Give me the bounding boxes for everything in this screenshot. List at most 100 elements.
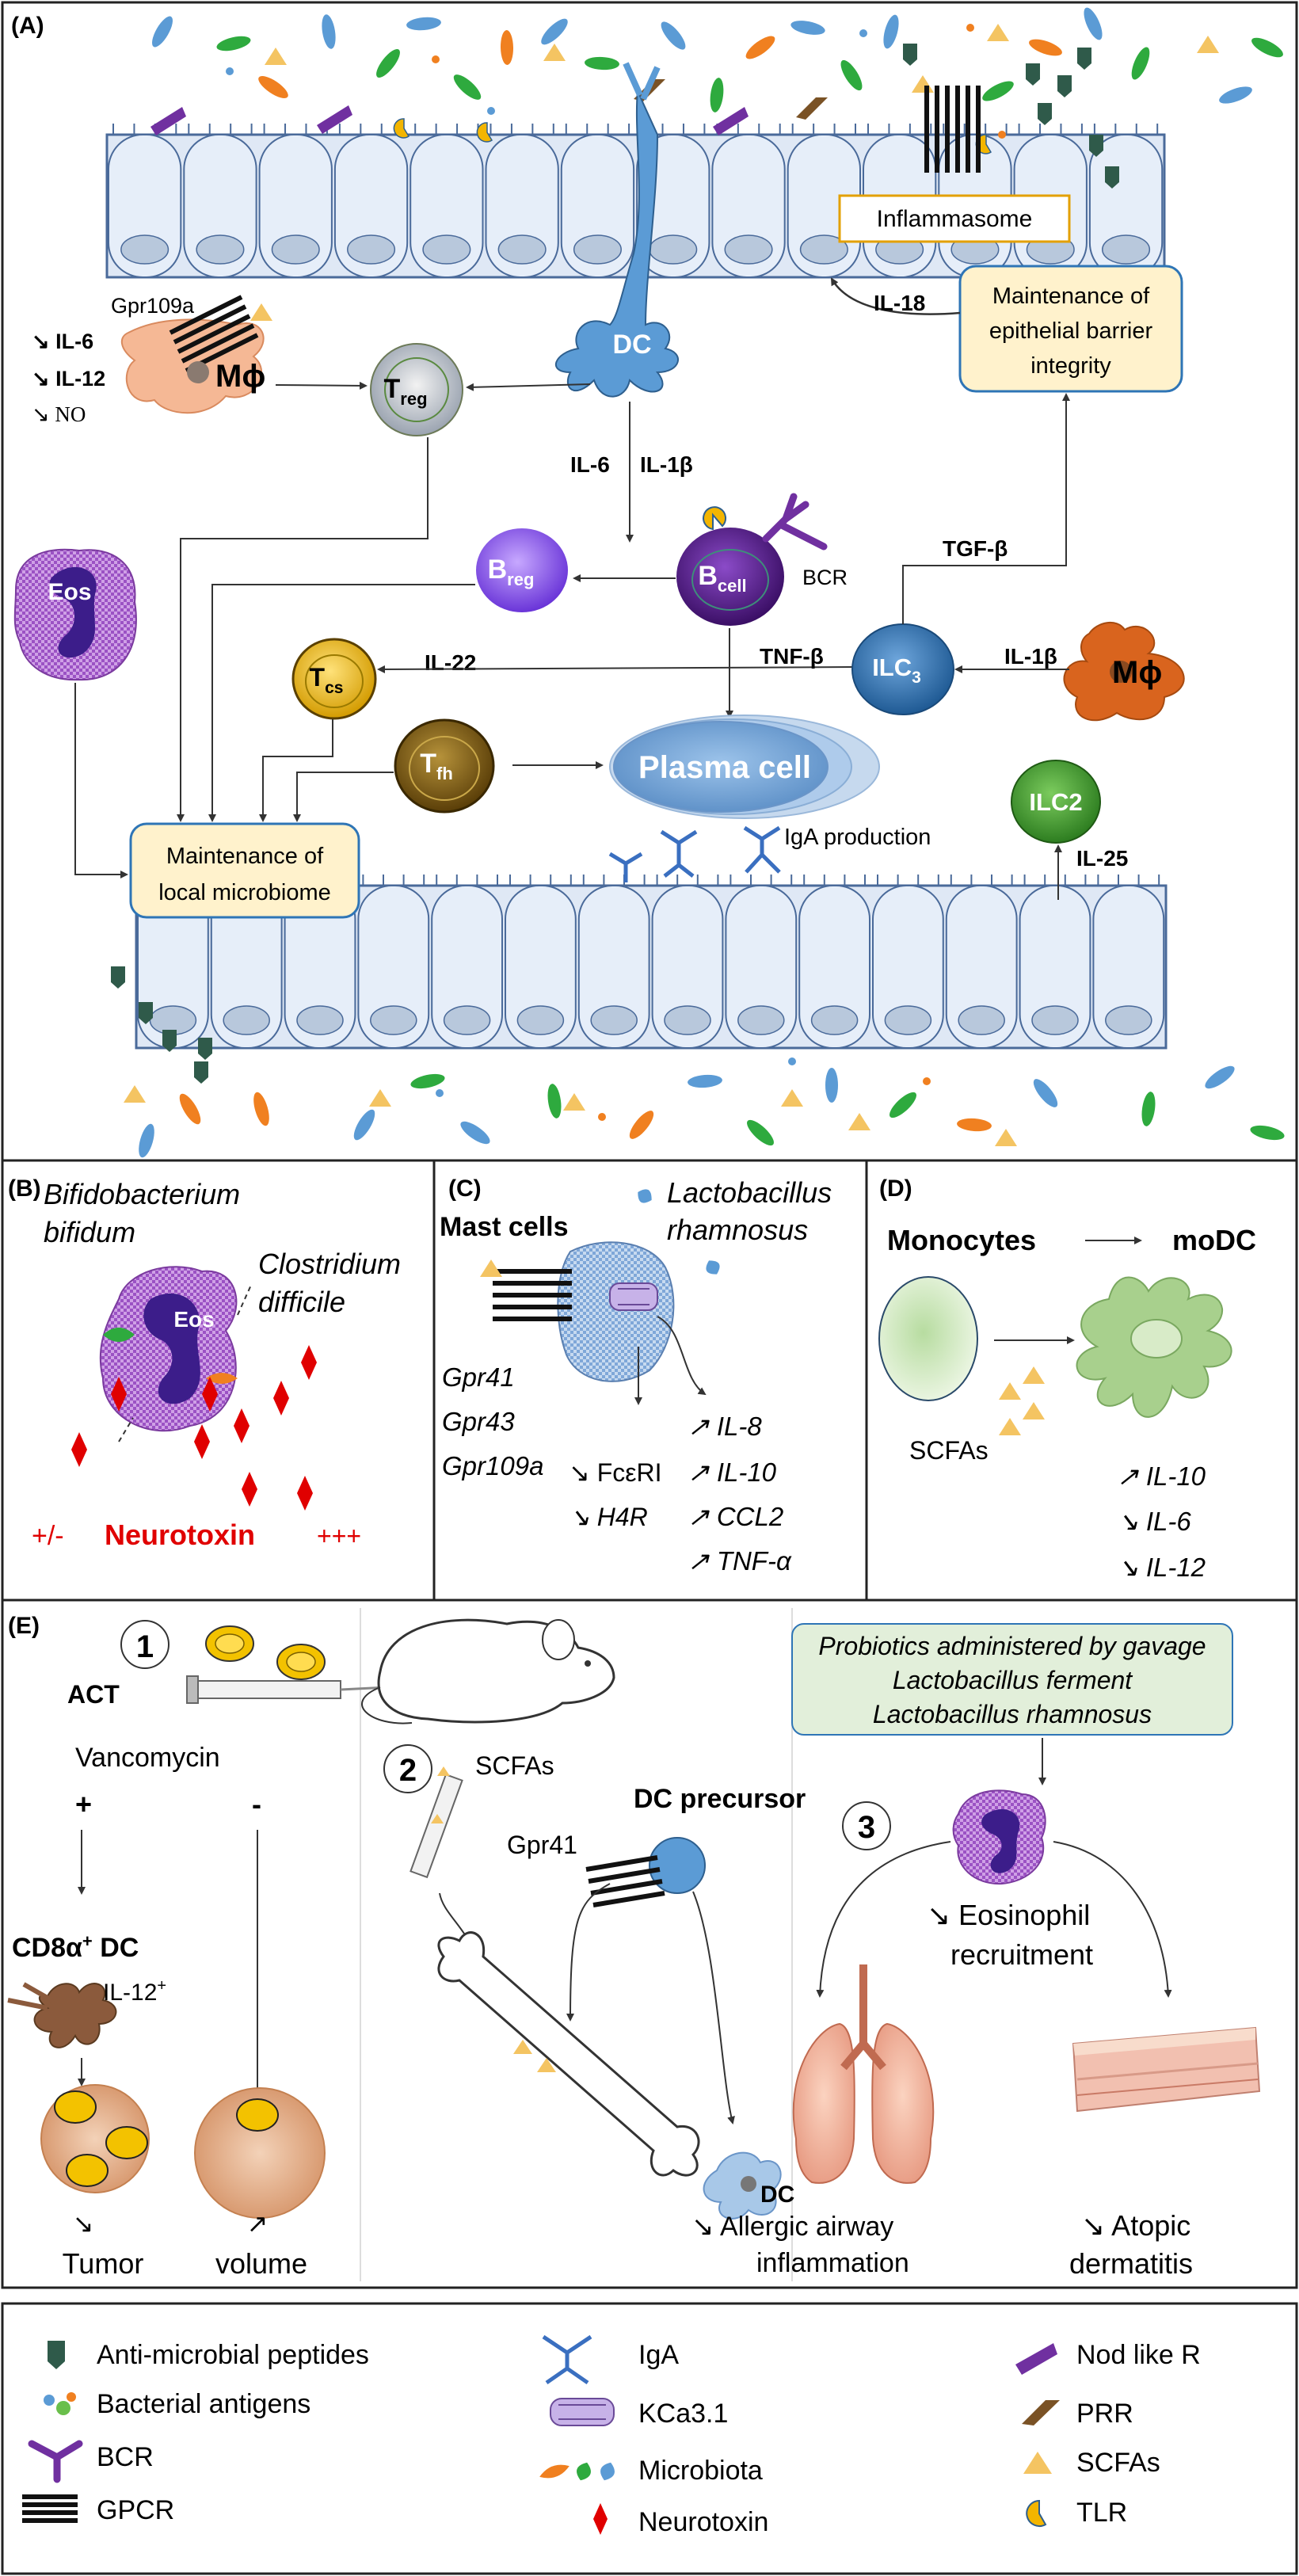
kca-legend-icon xyxy=(550,2398,615,2426)
microbe xyxy=(688,1074,722,1088)
skin-icon xyxy=(1072,2026,1261,2113)
tfh-to-microbiome-arrow xyxy=(293,772,394,822)
tlr-legend-icon xyxy=(1026,2499,1047,2527)
gpr41-to-bone-arrow xyxy=(566,1883,611,2022)
microbiome-line-1: Maintenance of xyxy=(166,844,324,869)
microbe xyxy=(790,21,825,35)
breg-cell xyxy=(476,528,568,612)
treg-label: Treg xyxy=(383,374,427,409)
epithelial-cell xyxy=(872,885,944,1049)
microbe xyxy=(322,14,336,49)
microbe xyxy=(629,1111,654,1139)
breg-to-microbiome-arrow xyxy=(208,584,475,822)
microbe xyxy=(258,76,288,98)
mphi-label: Mϕ xyxy=(215,359,265,394)
antimicrobial-peptide xyxy=(1105,166,1119,189)
step3-circle xyxy=(842,1801,891,1850)
scfa-triangle xyxy=(781,1089,803,1107)
plus3-label: +++ xyxy=(317,1522,361,1550)
nod-legend-icon xyxy=(1015,2343,1057,2375)
atopic-line-2: dermatitis xyxy=(1069,2247,1193,2280)
syringe-2 xyxy=(410,1766,463,1879)
bifidum-line-1: Bifidobacterium xyxy=(44,1178,240,1210)
cell-nucleus xyxy=(884,1005,932,1035)
cell-nucleus xyxy=(810,1005,859,1035)
epithelial-cell xyxy=(357,885,430,1049)
cell-nucleus xyxy=(1031,1005,1079,1035)
tumor-label: Tumor xyxy=(63,2247,144,2280)
barrier-line-2: epithelial barrier xyxy=(989,318,1153,344)
neurotoxin-legend-icon xyxy=(593,2503,608,2535)
neurotoxin-diamond xyxy=(242,1472,257,1507)
microbe xyxy=(453,74,482,100)
clostridium-pointer xyxy=(237,1282,253,1316)
microbe xyxy=(460,1121,490,1145)
nod-receptor xyxy=(150,107,186,135)
neurotoxin-diamond xyxy=(194,1424,210,1459)
microbe xyxy=(840,59,863,91)
cell-nucleus xyxy=(958,1005,1005,1035)
microbe xyxy=(1205,1065,1235,1089)
cd8-dc-label: CD8α+ DC xyxy=(12,1931,139,1963)
gpr109a-label: Gpr109a xyxy=(111,294,195,318)
neurotoxin-diamond xyxy=(301,1345,317,1380)
cell-nucleus xyxy=(443,1005,491,1035)
panel-a-label: (A) xyxy=(11,13,44,39)
tgfb-label: TGF-β xyxy=(943,536,1008,561)
microbe xyxy=(1084,7,1103,40)
allergic-line-2: inflammation xyxy=(756,2248,909,2278)
legend-nod: Nod like R xyxy=(1076,2340,1201,2370)
bifidum-bacterium-icon xyxy=(103,1328,135,1342)
down-fceri: ↘ FcεRI xyxy=(569,1458,662,1487)
neurotoxin-diamonds xyxy=(71,1345,317,1511)
panel-d-label: (D) xyxy=(879,1176,912,1202)
treg-to-microbiome-arrow xyxy=(177,437,429,822)
legend-antimicrobial: Anti-microbial peptides xyxy=(97,2340,369,2370)
plus-minus-label: +/- xyxy=(32,1521,64,1551)
receptor-gpr43: Gpr43 xyxy=(442,1407,515,1436)
bcell-label: Bcell xyxy=(698,561,746,596)
bcr-receptor xyxy=(762,493,828,551)
tfh-nucleus xyxy=(409,736,480,801)
scfa-triangles-d xyxy=(999,1366,1045,1435)
antimicrobial-peptide xyxy=(1077,48,1091,70)
cell-nucleus xyxy=(120,234,170,265)
panel-c-label: (C) xyxy=(448,1176,482,1202)
microbe xyxy=(745,36,775,59)
legend-gpcr: GPCR xyxy=(97,2495,174,2525)
probiotics-line-2: Lactobacillus ferment xyxy=(893,1666,1133,1694)
macrophage-gpr109a xyxy=(120,295,272,414)
microbe xyxy=(541,18,568,45)
antigen-dot xyxy=(923,1077,931,1085)
eos-label-a: Eos xyxy=(48,579,91,605)
cell-nucleus xyxy=(271,234,320,265)
antigen-dot xyxy=(788,1057,796,1065)
antimicrobial-peptide xyxy=(1038,103,1052,125)
legend-prr: PRR xyxy=(1076,2399,1133,2429)
cd8-dc-cell xyxy=(7,1982,117,2048)
cell-nucleus xyxy=(737,1005,785,1035)
cell-nucleus xyxy=(573,234,622,265)
legend-scfas: SCFAs xyxy=(1076,2448,1160,2478)
step3-number: 3 xyxy=(858,1810,875,1845)
mast-cell xyxy=(480,1241,675,1382)
bacterial-antigens-icon xyxy=(44,2392,76,2415)
up-il8: ↗ IL-8 xyxy=(688,1412,762,1441)
atopic-line-1: ↘ Atopic xyxy=(1081,2209,1190,2242)
antimicrobial-peptide xyxy=(1089,135,1103,157)
tfh-cell xyxy=(394,718,495,814)
epithelial-cell xyxy=(798,885,871,1049)
down-h4r: ↘ H4R xyxy=(569,1503,648,1531)
clostridium-line-1: Clostridium xyxy=(258,1248,401,1280)
il12-label: IL-12+ xyxy=(103,1977,166,2006)
microbe xyxy=(1131,47,1150,80)
allergic-line-1: ↘ Allergic airway xyxy=(691,2212,893,2242)
neurotoxin-diamond xyxy=(111,1377,127,1412)
il18-label: IL-18 xyxy=(874,291,925,315)
ilc3-to-barrier-arrow xyxy=(902,393,1070,624)
step1-circle xyxy=(120,1620,170,1669)
microbe xyxy=(253,1092,269,1126)
inflammasome-label: Inflammasome xyxy=(877,206,1033,232)
gpcr-legend-icon xyxy=(22,2494,78,2523)
